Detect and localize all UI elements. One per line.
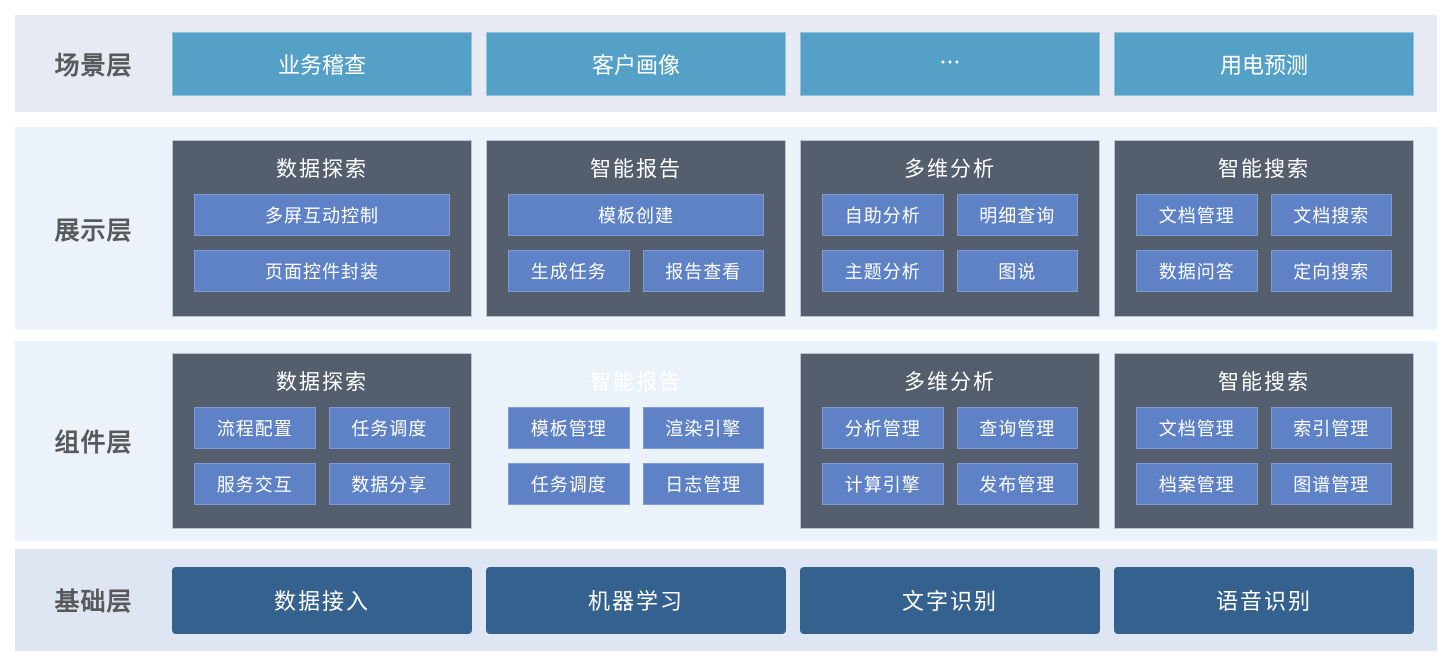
card-item: 报告查看 <box>642 250 764 292</box>
card-item: 发布管理 <box>956 463 1078 505</box>
card-item: 数据分享 <box>328 463 450 505</box>
presentation-cards: 数据探索 多屏互动控制 页面控件封装 智能报告 模板创建 生成任务 报告查看 多… <box>172 127 1437 330</box>
card-component-data-explore: 数据探索 流程配置 任务调度 服务交互 数据分享 <box>172 353 472 529</box>
card-component-smart-search: 智能搜索 文档管理 索引管理 档案管理 图谱管理 <box>1114 353 1414 529</box>
card-item: 流程配置 <box>194 407 316 449</box>
scene-buttons: 业务稽查 客户画像 ··· 用电预测 <box>172 15 1437 112</box>
card-item: 生成任务 <box>508 250 630 292</box>
card-component-multidim-analysis: 多维分析 分析管理 查询管理 计算引擎 发布管理 <box>800 353 1100 529</box>
card-item: 查询管理 <box>956 407 1078 449</box>
card-item: 文档管理 <box>1136 194 1258 236</box>
card-item: 定向搜索 <box>1270 250 1392 292</box>
card-item: 日志管理 <box>642 463 764 505</box>
card-item: 图说 <box>956 250 1078 292</box>
layer-row-component: 组件层 数据探索 流程配置 任务调度 服务交互 数据分享 智能报告 模板管理 渲… <box>15 341 1437 541</box>
card-item: 数据问答 <box>1136 250 1258 292</box>
card-title: 智能搜索 <box>1218 369 1310 394</box>
card-presentation-smart-search: 智能搜索 文档管理 文档搜索 数据问答 定向搜索 <box>1114 140 1414 317</box>
card-title: 数据探索 <box>276 156 368 181</box>
card-item: 分析管理 <box>822 407 944 449</box>
foundation-button-speech-recognition: 语音识别 <box>1114 566 1414 634</box>
card-item: 图谱管理 <box>1270 463 1392 505</box>
card-title: 智能报告 <box>590 156 682 181</box>
card-item: 明细查询 <box>956 194 1078 236</box>
layer-label-presentation: 展示层 <box>54 216 133 245</box>
layer-label-scene: 场景层 <box>54 51 133 80</box>
card-title: 智能搜索 <box>1218 156 1310 181</box>
card-item: 多屏互动控制 <box>194 194 450 236</box>
card-component-smart-report: 智能报告 模板管理 渲染引擎 任务调度 日志管理 <box>486 353 786 529</box>
card-presentation-data-explore: 数据探索 多屏互动控制 页面控件封装 <box>172 140 472 317</box>
card-title: 多维分析 <box>904 369 996 394</box>
layer-row-scene: 场景层 业务稽查 客户画像 ··· 用电预测 <box>15 15 1437 112</box>
card-item: 模板管理 <box>508 407 630 449</box>
layer-label-foundation: 基础层 <box>54 588 133 616</box>
card-presentation-multidim-analysis: 多维分析 自助分析 明细查询 主题分析 图说 <box>800 140 1100 317</box>
foundation-button-ocr: 文字识别 <box>800 566 1100 634</box>
card-item: 任务调度 <box>328 407 450 449</box>
foundation-button-machine-learning: 机器学习 <box>486 566 786 634</box>
card-item: 文档管理 <box>1136 407 1258 449</box>
card-title: 智能报告 <box>590 369 682 394</box>
foundation-buttons: 数据接入 机器学习 文字识别 语音识别 <box>172 549 1437 651</box>
card-presentation-smart-report: 智能报告 模板创建 生成任务 报告查看 <box>486 140 786 317</box>
scene-button-power-forecast: 用电预测 <box>1114 31 1414 96</box>
scene-button-customer-profile: 客户画像 <box>486 31 786 96</box>
card-item: 页面控件封装 <box>194 250 450 292</box>
card-title: 数据探索 <box>276 369 368 394</box>
layer-row-presentation: 展示层 数据探索 多屏互动控制 页面控件封装 智能报告 模板创建 生成任务 报告… <box>15 127 1437 330</box>
card-item: 主题分析 <box>822 250 944 292</box>
card-item: 自助分析 <box>822 194 944 236</box>
scene-button-ellipsis: ··· <box>800 31 1100 96</box>
card-item: 文档搜索 <box>1270 194 1392 236</box>
component-cards: 数据探索 流程配置 任务调度 服务交互 数据分享 智能报告 模板管理 渲染引擎 … <box>172 341 1437 541</box>
card-item: 任务调度 <box>508 463 630 505</box>
layer-row-foundation: 基础层 数据接入 机器学习 文字识别 语音识别 <box>15 549 1437 651</box>
card-item: 索引管理 <box>1270 407 1392 449</box>
layer-label-component: 组件层 <box>54 429 133 457</box>
card-item: 服务交互 <box>194 463 316 505</box>
card-item: 模板创建 <box>508 194 764 236</box>
card-title: 多维分析 <box>904 156 996 181</box>
card-item: 档案管理 <box>1136 463 1258 505</box>
card-item: 计算引擎 <box>822 463 944 505</box>
foundation-button-data-ingest: 数据接入 <box>172 566 472 634</box>
card-item: 渲染引擎 <box>642 407 764 449</box>
scene-button-business-audit: 业务稽查 <box>172 31 472 96</box>
